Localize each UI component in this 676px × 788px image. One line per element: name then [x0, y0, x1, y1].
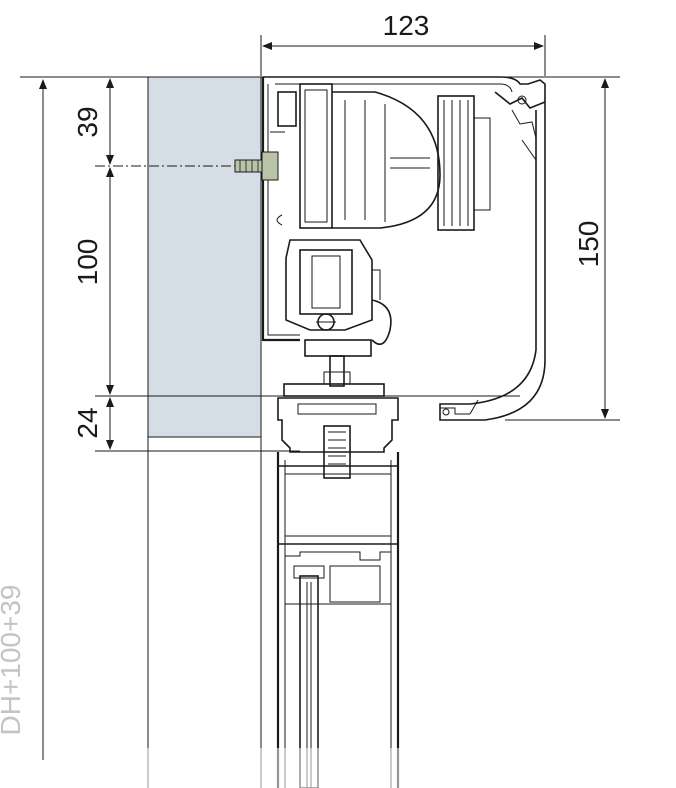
door-leaf-profile [276, 397, 400, 788]
dim-label-39: 39 [72, 106, 103, 137]
roller-carriage [283, 239, 392, 397]
wall-section [147, 76, 262, 438]
bottom-fade [100, 748, 520, 788]
fixing-bolt [234, 151, 279, 181]
dim-label-width: 123 [383, 10, 430, 41]
dim-label-height: 150 [573, 221, 604, 268]
dim-label-24: 24 [72, 407, 103, 438]
dim-label-overall: DH+100+39 [0, 584, 26, 735]
dim-label-100: 100 [72, 239, 103, 286]
drive-pulley [270, 83, 491, 231]
